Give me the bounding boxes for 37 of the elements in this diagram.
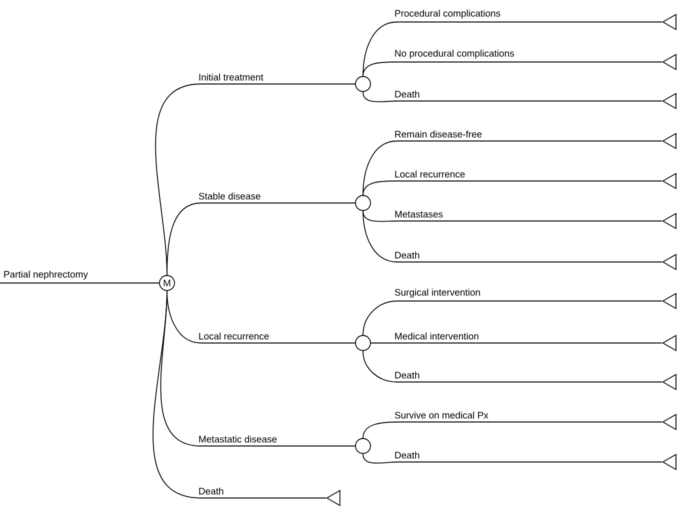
edge-label: Partial nephrectomy [4, 270, 88, 280]
edge-label: Death [395, 372, 420, 379]
branch-line [362, 180, 662, 196]
chance-node-circle [355, 438, 371, 454]
branch-line [362, 210, 662, 262]
branch-line [370, 342, 662, 344]
branch-line [166, 202, 356, 276]
branch-line [362, 454, 662, 464]
edge-label: Death [395, 90, 420, 98]
branch-line [362, 62, 662, 76]
branch-line [362, 210, 662, 222]
branch-line [362, 300, 662, 336]
branch-line [362, 92, 662, 102]
edge-label: Surgical intervention [394, 288, 480, 298]
chance-node-circle [355, 195, 371, 211]
branch-line [362, 140, 662, 196]
edge-label: Initial treatment [199, 74, 264, 81]
edge-label: Local recurrence [395, 170, 465, 178]
branch-line [0, 282, 160, 284]
branch-line [362, 350, 662, 382]
edge-label: Stable disease [198, 192, 260, 200]
branch-line [152, 290, 326, 498]
edge-label: Death [199, 488, 224, 495]
chance-node-circle [355, 76, 371, 92]
edge-label: Local recurrence [199, 332, 269, 340]
chance-node-circle [355, 335, 371, 351]
edge-label: Metastatic disease [199, 436, 277, 443]
edge-label: Medical intervention [395, 332, 478, 340]
edge-label: Survive on medical Px [394, 412, 488, 419]
edge-label: No procedural complications [395, 50, 514, 59]
edge-label: Procedural complications [395, 10, 500, 19]
edge-label: Remain disease-free [395, 130, 482, 138]
edge-label: Metastases [395, 210, 443, 218]
edge-label: Death [395, 452, 420, 459]
branch-line [362, 22, 662, 76]
edge-label: Death [395, 252, 420, 259]
branch-line [362, 422, 662, 438]
